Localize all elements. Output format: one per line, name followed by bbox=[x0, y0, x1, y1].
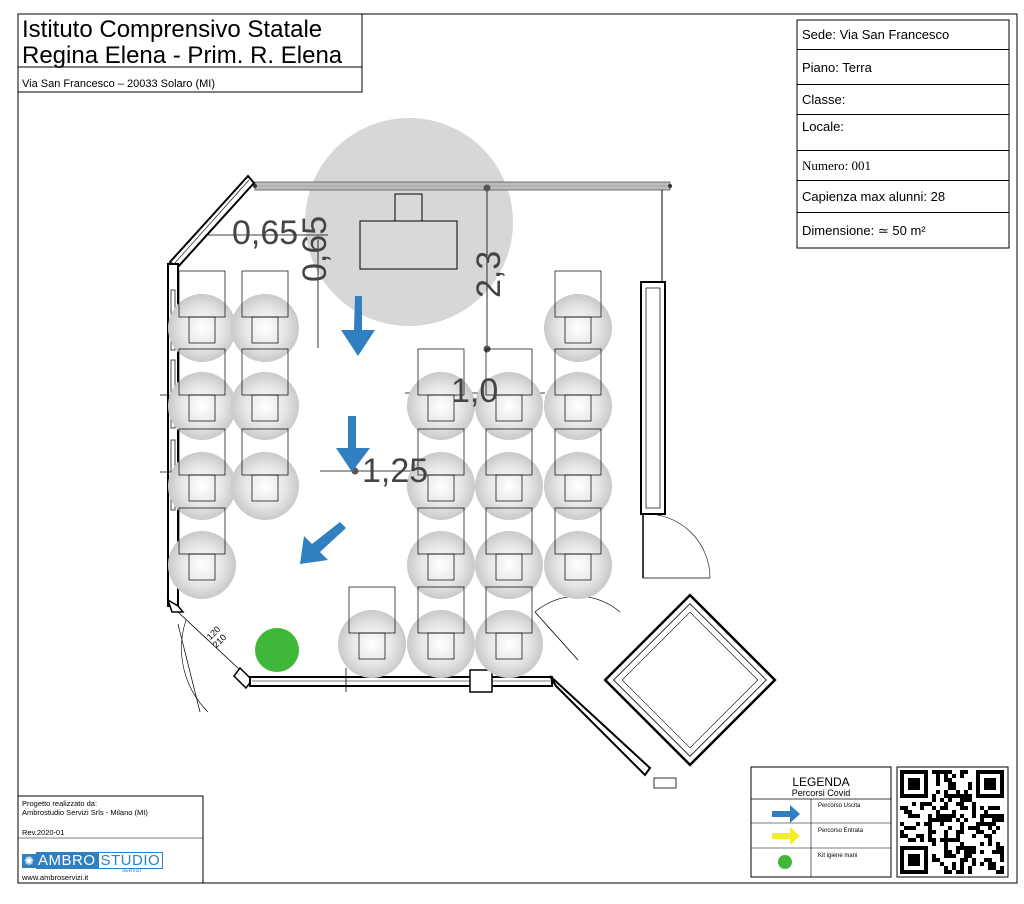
dimension-label: 0,65 bbox=[232, 214, 299, 252]
school-name: Istituto Comprensivo Statale bbox=[22, 16, 323, 43]
student-chair bbox=[427, 632, 455, 660]
school-branch: Regina Elena - Prim. R. Elena bbox=[22, 42, 343, 69]
seat-safety-circle bbox=[168, 531, 236, 599]
credits-line1: Progetto realizzato da: bbox=[22, 799, 98, 808]
exit-arrows bbox=[300, 296, 375, 564]
student-chair bbox=[188, 474, 216, 502]
legend-entry-label: Percorso Entrata bbox=[818, 828, 864, 834]
dimension-label-vertical: 0,65 bbox=[296, 215, 334, 282]
student-chair bbox=[564, 394, 592, 422]
student-chair bbox=[495, 553, 523, 581]
seat-safety-circle bbox=[544, 372, 612, 440]
seat-safety-circle bbox=[407, 610, 475, 678]
legend-title: LEGENDA bbox=[792, 775, 850, 789]
seat-safety-circle bbox=[544, 452, 612, 520]
credits-website: www.ambroservizi.it bbox=[22, 873, 89, 882]
sun-icon: ✺ bbox=[22, 853, 36, 868]
student-chair bbox=[188, 394, 216, 422]
seat-safety-circle bbox=[338, 610, 406, 678]
credits-rev: Rev.2020-01 bbox=[22, 828, 65, 837]
student-chair bbox=[251, 394, 279, 422]
info-capienza: Capienza max alunni: 28 bbox=[797, 181, 1009, 213]
legend-kit-label: Kit igiene mani bbox=[818, 853, 858, 859]
legend-exit-label: Percorso Uscita bbox=[818, 803, 861, 809]
school-address: Via San Francesco – 20033 Solaro (MI) bbox=[22, 78, 216, 90]
qr-code bbox=[900, 770, 1004, 874]
seat-safety-circle bbox=[168, 294, 236, 362]
student-chair bbox=[427, 553, 455, 581]
legend-subtitle: Percorsi Covid bbox=[791, 788, 851, 798]
dimension-label: 1,25 bbox=[362, 452, 429, 490]
ambrostudio-logo: ✺ AMBRO STUDIO bbox=[22, 852, 164, 869]
info-dimensione: Dimensione: ≃ 50 m² bbox=[802, 222, 926, 238]
dimension-label-vertical: 2,3 bbox=[470, 250, 508, 298]
info-piano: Piano: Terra bbox=[797, 50, 1009, 85]
seat-safety-circle bbox=[544, 531, 612, 599]
info-numero: Numero: 001 bbox=[797, 151, 1009, 181]
seat-safety-circle bbox=[407, 372, 475, 440]
student-chair bbox=[358, 632, 386, 660]
info-classe: Classe: bbox=[797, 85, 1009, 115]
seat-safety-circle bbox=[475, 610, 543, 678]
student-chair bbox=[188, 553, 216, 581]
seat-safety-circle bbox=[407, 531, 475, 599]
student-chair bbox=[495, 632, 523, 660]
seat-safety-circle bbox=[168, 452, 236, 520]
logo-subtitle: SERVIZI bbox=[122, 868, 142, 874]
seat-safety-circle bbox=[475, 372, 543, 440]
info-sede: Sede: Via San Francesco bbox=[797, 20, 1009, 50]
seat-safety-circle bbox=[231, 294, 299, 362]
student-chair bbox=[251, 316, 279, 344]
seat-safety-circle bbox=[231, 372, 299, 440]
student-chair bbox=[564, 553, 592, 581]
student-chair bbox=[251, 474, 279, 502]
student-chair bbox=[427, 394, 455, 422]
student-seats bbox=[168, 270, 612, 678]
student-chair bbox=[188, 316, 216, 344]
hand-sanitizer-kit bbox=[255, 628, 299, 672]
seat-safety-circle bbox=[544, 294, 612, 362]
dimension-label: 1,0 bbox=[451, 372, 499, 410]
student-chair bbox=[564, 316, 592, 344]
credits-line2: Ambrostudio Servizi Srls - Milano (MI) bbox=[22, 808, 148, 817]
seat-safety-circle bbox=[407, 452, 475, 520]
student-chair bbox=[564, 474, 592, 502]
info-locale: Locale: bbox=[797, 115, 1009, 151]
student-chair bbox=[495, 474, 523, 502]
seat-safety-circle bbox=[475, 531, 543, 599]
seat-safety-circle bbox=[475, 452, 543, 520]
seat-safety-circle bbox=[168, 372, 236, 440]
student-chair bbox=[495, 394, 523, 422]
seat-safety-circle bbox=[231, 452, 299, 520]
student-chair bbox=[427, 474, 455, 502]
